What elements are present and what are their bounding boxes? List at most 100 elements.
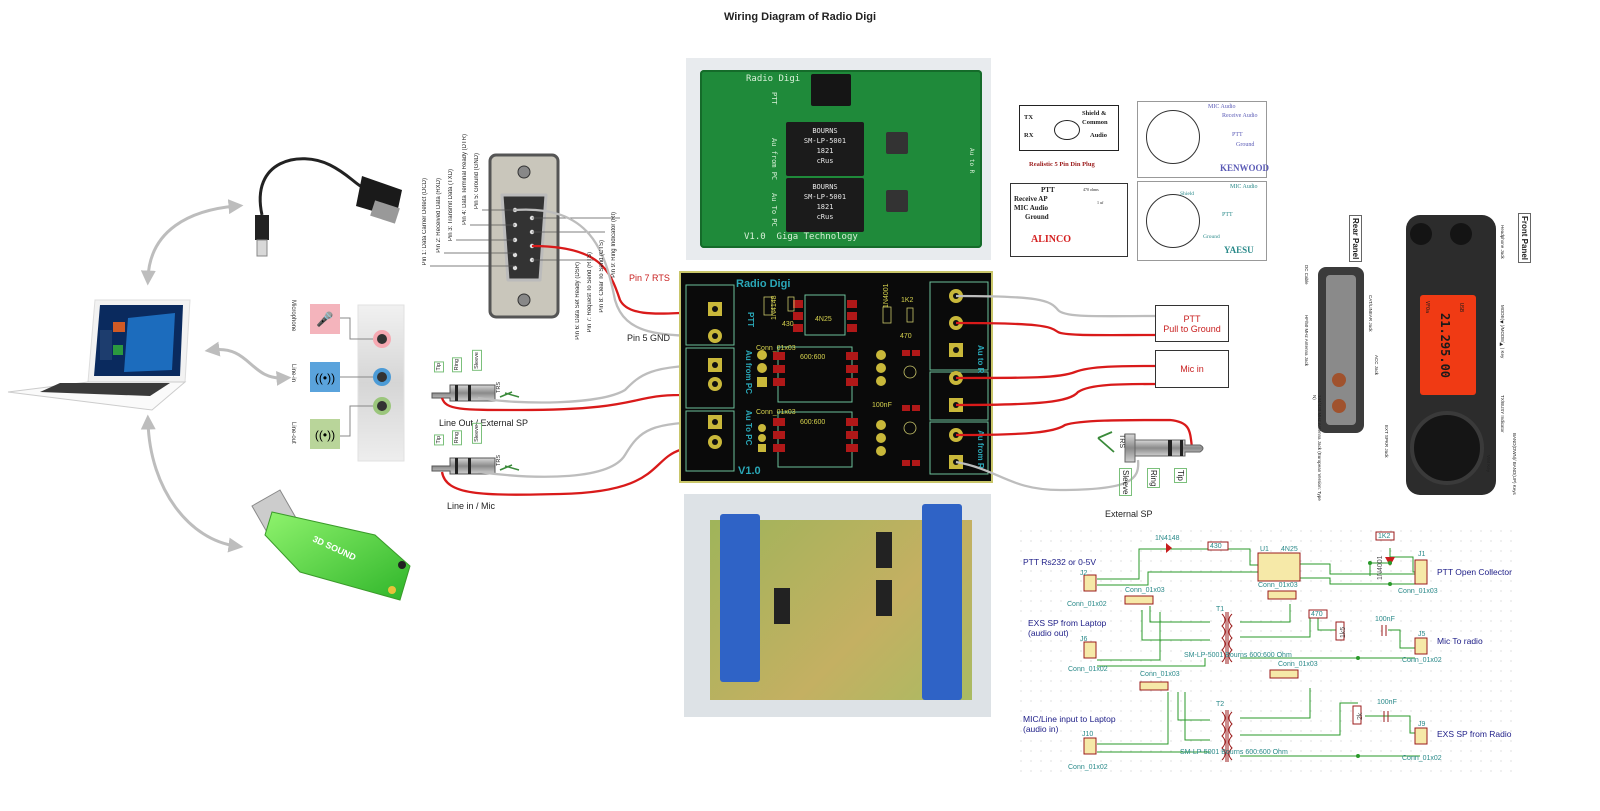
svg-text:1N4001: 1N4001 bbox=[883, 283, 890, 308]
svg-text:SM-LP-5001 Bourns 600:600 Ohm: SM-LP-5001 Bourns 600:600 Ohm bbox=[1184, 652, 1292, 659]
wire-line-in-sleeve bbox=[477, 420, 716, 478]
svg-text:600:600: 600:600 bbox=[800, 354, 825, 361]
label-mic-radio: Mic To radio bbox=[1437, 636, 1483, 646]
optocoupler-chip bbox=[811, 74, 851, 106]
wire-mic-1 bbox=[955, 364, 1157, 380]
db9-pin2-label: Pin 2: Received Data (RXD) bbox=[436, 178, 442, 253]
trs-ring-label: Ring bbox=[452, 430, 462, 446]
trs-plug-external-sp bbox=[1097, 431, 1204, 463]
main-dial bbox=[1410, 411, 1484, 485]
trimmer-rv1 bbox=[886, 132, 908, 154]
caption-line-out: Line Out / External SP bbox=[439, 418, 529, 428]
svg-text:Conn_01x02: Conn_01x02 bbox=[1402, 755, 1442, 762]
svg-text:((•)): ((•)) bbox=[315, 371, 335, 385]
wire-gnd bbox=[514, 208, 716, 338]
din-kenwood-title: KENWOOD bbox=[1220, 163, 1270, 173]
terminal-block-left bbox=[720, 514, 760, 682]
label-mic-laptop: MIC/Line input to Laptop bbox=[1023, 714, 1116, 724]
din-kenwood: MIC Audio Receive Audio PTT Ground KENWO… bbox=[1137, 101, 1270, 178]
wire-ptt-gnd bbox=[955, 294, 1157, 318]
trimmer-rv2 bbox=[886, 190, 908, 212]
trs-tip-label: Tip bbox=[434, 361, 444, 373]
svg-text:((•)): ((•)) bbox=[315, 428, 335, 442]
jack-label-microphone: Microphone bbox=[290, 300, 296, 332]
db9-pin6-label: Pin 6: Data Set Ready (DSR) bbox=[575, 262, 581, 340]
svg-text:100nF: 100nF bbox=[872, 402, 892, 409]
svg-text:430: 430 bbox=[782, 321, 794, 328]
usb-serial-cable-image bbox=[255, 157, 402, 257]
schematic bbox=[1015, 522, 1520, 780]
transformer-t1: BOURNS SM-LP-5001 1821 cRus bbox=[786, 122, 864, 176]
svg-text:Conn_01x03: Conn_01x03 bbox=[756, 409, 796, 416]
mic-jack-icon: 🎤 bbox=[310, 304, 391, 348]
radio-display-frequency: 21.295.00 bbox=[1438, 313, 1452, 379]
svg-text:470: 470 bbox=[1311, 611, 1323, 618]
trs-type-label: TRS bbox=[1118, 434, 1125, 448]
transformer-t2: BOURNS SM-LP-5001 1821 cRus bbox=[786, 178, 864, 232]
svg-text:1N4001: 1N4001 bbox=[1377, 555, 1384, 580]
wire-line-out-sleeve bbox=[477, 363, 716, 404]
laptop-image bbox=[7, 299, 191, 411]
svg-text:Conn_01x02: Conn_01x02 bbox=[1067, 601, 1107, 608]
front-panel-title: Front Panel bbox=[1518, 213, 1531, 264]
line-in-jack-icon: ((•)) bbox=[310, 362, 391, 392]
din-realistic: TX RX Shield & Common Audio Realistic 5 … bbox=[1013, 103, 1123, 173]
rts-label: Pin 7 RTS bbox=[629, 273, 670, 283]
pcb-layout-title: Radio Digi bbox=[736, 278, 790, 290]
mic-in-box: Mic in bbox=[1155, 350, 1229, 388]
label-exs-radio: EXS SP from Radio bbox=[1437, 729, 1512, 739]
wire-ptt bbox=[955, 321, 1157, 337]
label-ptt-out: PTT Open Collector bbox=[1437, 567, 1512, 577]
svg-text:Conn_01x03: Conn_01x03 bbox=[756, 345, 796, 352]
pcb-photo-bottom bbox=[684, 494, 991, 717]
svg-text:Conn_01x02: Conn_01x02 bbox=[1068, 666, 1108, 673]
svg-text:Conn_01x03: Conn_01x03 bbox=[1140, 671, 1180, 678]
audio-jack-panel: 🎤 ((•)) ((•)) bbox=[310, 304, 405, 462]
line-out-jack-icon: ((•)) bbox=[310, 397, 391, 449]
db9-pin1-label: Pin 1: Data Carrier Detect (DCD) bbox=[422, 177, 428, 265]
svg-text:Au from R: Au from R bbox=[976, 430, 985, 469]
trs-tip-label: Tip bbox=[1174, 468, 1187, 483]
svg-text:Conn_01x02: Conn_01x02 bbox=[1402, 657, 1442, 664]
label-ptt-in: PTT Rs232 or 0-5V bbox=[1023, 557, 1096, 567]
svg-text:Au To PC: Au To PC bbox=[744, 410, 753, 446]
db9-pin7-label: Pin 7: Request To Send (RTS) bbox=[587, 252, 593, 333]
svg-text:Conn_01x03: Conn_01x03 bbox=[1258, 582, 1298, 589]
rear-panel bbox=[1318, 267, 1364, 433]
din-alinco-title: ALINCO bbox=[1031, 234, 1072, 245]
svg-text:J9: J9 bbox=[1418, 721, 1426, 728]
db9-connector bbox=[430, 153, 620, 319]
svg-text:Au from PC: Au from PC bbox=[744, 350, 753, 394]
wire-ext-sp-sleeve bbox=[955, 459, 1140, 492]
pcb-photo-version: V1.0 Giga Technology bbox=[744, 232, 858, 242]
arrow-laptop-audio bbox=[204, 341, 292, 386]
svg-text:Conn_01x03: Conn_01x03 bbox=[1398, 588, 1438, 595]
trs-ring-label: Ring bbox=[1147, 468, 1160, 489]
svg-text:1K2: 1K2 bbox=[1378, 533, 1391, 540]
pcb-layout-version: V1.0 bbox=[738, 465, 761, 477]
svg-text:4N25: 4N25 bbox=[1281, 546, 1298, 553]
trs-type-label: TRS bbox=[496, 382, 502, 393]
caption-external-sp: External SP bbox=[1105, 509, 1153, 519]
terminal-block-right bbox=[922, 504, 962, 700]
svg-text:J10: J10 bbox=[1082, 731, 1093, 738]
ptt-box-subtitle: Pull to Ground bbox=[1163, 323, 1221, 334]
svg-text:600:600: 600:600 bbox=[800, 419, 825, 426]
trs-sleeve-label: Sleeve bbox=[472, 423, 482, 444]
svg-text:J2: J2 bbox=[1080, 570, 1088, 577]
svg-text:Conn_01x02: Conn_01x02 bbox=[1068, 764, 1108, 771]
mic-in-box-title: Mic in bbox=[1180, 364, 1204, 374]
db9-pin9-label: Pin 9: Ring Indicator (RI) bbox=[611, 212, 617, 278]
svg-text:J1: J1 bbox=[1418, 551, 1426, 558]
pcb-layout: Radio Digi V1.0 PTT Au from PC Au To PC … bbox=[679, 271, 993, 483]
svg-text:1N4148: 1N4148 bbox=[771, 295, 778, 320]
svg-text:U1: U1 bbox=[1260, 546, 1269, 553]
svg-text:J5: J5 bbox=[1418, 631, 1426, 638]
svg-text:1K2: 1K2 bbox=[901, 297, 914, 304]
svg-text:SM-LP-5001 Bourns 600:600 Ohm: SM-LP-5001 Bourns 600:600 Ohm bbox=[1180, 749, 1288, 756]
svg-text:100nF: 100nF bbox=[1377, 699, 1397, 706]
din-yaesu-title: YAESU bbox=[1224, 245, 1254, 255]
ptt-box-title: PTT bbox=[1183, 313, 1201, 324]
arrow-laptop-usb-sound bbox=[140, 414, 244, 553]
